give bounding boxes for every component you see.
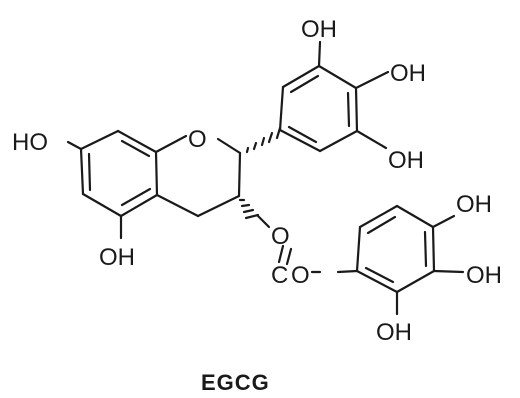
oh-bottom-label: OH — [99, 244, 135, 271]
ester-oxygen2-label: O — [291, 262, 310, 289]
b-ring — [278, 40, 390, 153]
ester-oxygen-label: O — [271, 223, 290, 250]
ester-carbon-label: C — [271, 262, 288, 289]
stereo-hash-c3 — [238, 198, 260, 220]
oh-top-label: OH — [301, 16, 337, 43]
oh-gallate-right-label: OH — [466, 262, 502, 289]
stereo-hash-c2 — [245, 126, 282, 154]
molecule-caption: EGCG — [201, 370, 270, 395]
bond-a-ring-ho — [66, 140, 83, 151]
c-ring — [154, 134, 242, 218]
galloyl-ring — [355, 204, 465, 316]
a-ring — [79, 129, 159, 218]
ho-left-label: HO — [12, 129, 48, 156]
oh-gallate-bottom-label: OH — [376, 319, 412, 346]
ester-linkage — [256, 214, 359, 274]
oh-gallate-top-label: OH — [456, 191, 492, 218]
oh-mid-label: OH — [388, 147, 424, 174]
ring-oxygen-label: O — [188, 126, 207, 153]
oh-right-top-label: OH — [390, 60, 426, 87]
